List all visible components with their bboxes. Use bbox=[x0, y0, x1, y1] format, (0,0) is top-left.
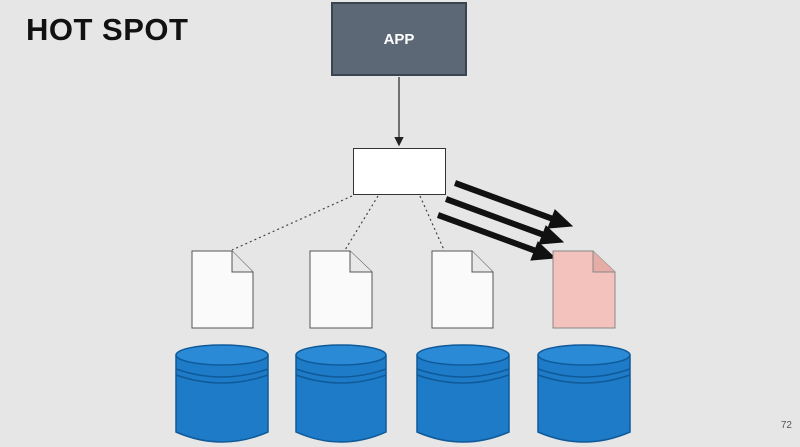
database-icon bbox=[295, 344, 387, 443]
database-icon bbox=[537, 344, 631, 443]
document-icon bbox=[431, 250, 494, 329]
database-icon bbox=[416, 344, 510, 443]
document-icon bbox=[191, 250, 254, 329]
connector-line-3 bbox=[419, 195, 445, 251]
connector-line-2 bbox=[344, 195, 379, 251]
router-box bbox=[353, 148, 446, 195]
hot-document-icon bbox=[552, 250, 616, 329]
hot-arrows bbox=[436, 180, 574, 261]
app-label: APP bbox=[383, 30, 415, 48]
database-icon bbox=[175, 344, 269, 443]
document-icon bbox=[309, 250, 373, 329]
slide-title: HOT SPOT bbox=[26, 12, 189, 47]
app-box: APP bbox=[331, 2, 467, 76]
connector-line-1 bbox=[231, 195, 353, 251]
page-number: 72 bbox=[780, 420, 792, 431]
